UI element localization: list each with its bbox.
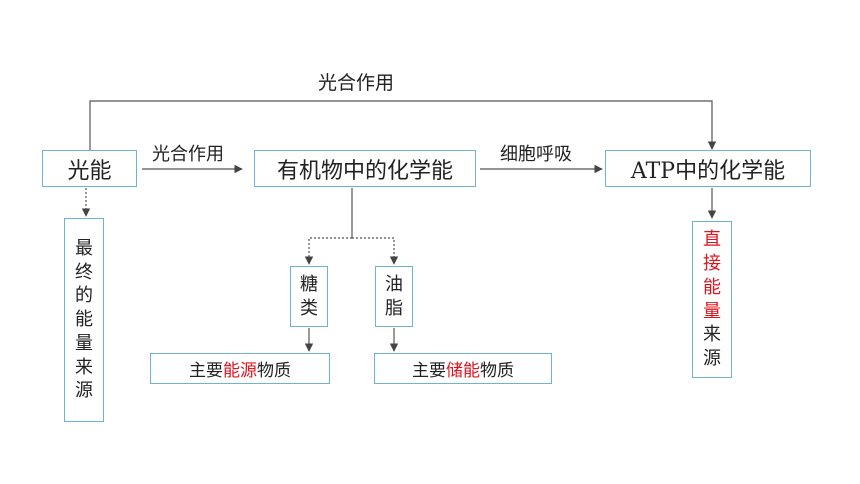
ultimate-char: 来 xyxy=(75,356,93,378)
photosynthesis-label: 光合作用 xyxy=(152,144,224,165)
respiration-label: 细胞呼吸 xyxy=(500,144,572,165)
atp-chemical-label: ATP中的化学能 xyxy=(630,158,786,184)
main-storage-highlight: 储能 xyxy=(446,361,480,381)
branch-to-sugar xyxy=(304,237,352,265)
ultimate-char: 终 xyxy=(75,261,93,283)
ultimate-char: 最 xyxy=(75,237,93,259)
sugar-char: 糖 xyxy=(300,273,318,295)
main-energy-box: 主要能源物质 xyxy=(150,353,330,384)
sugar-char: 类 xyxy=(300,297,318,319)
main-storage-box: 主要储能物质 xyxy=(374,353,552,384)
ultimate-char: 的 xyxy=(75,285,93,307)
main-energy-highlight: 能源 xyxy=(223,361,257,381)
direct-char: 源 xyxy=(703,348,721,369)
direct-char: 能 xyxy=(703,276,721,298)
light-energy-label: 光能 xyxy=(67,158,112,184)
direct-char: 量 xyxy=(703,300,721,322)
ultimate-source-box: 最 终 的 能 量 来 源 xyxy=(64,218,104,422)
main-energy-suffix: 物质 xyxy=(257,361,291,381)
main-energy-prefix: 主要 xyxy=(189,361,223,381)
branch-to-fat xyxy=(352,237,399,265)
ultimate-char: 源 xyxy=(75,380,93,402)
fat-char: 脂 xyxy=(385,297,403,319)
organic-chemical-label: 有机物中的化学能 xyxy=(276,158,453,184)
light-energy-box: 光能 xyxy=(42,150,137,187)
sugar-box: 糖 类 xyxy=(290,266,328,327)
atp-chemical-box: ATP中的化学能 xyxy=(605,150,811,187)
fat-char: 油 xyxy=(385,273,403,295)
ultimate-char: 量 xyxy=(75,332,93,354)
top-arrow-label: 光合作用 xyxy=(318,72,395,94)
main-storage-suffix: 物质 xyxy=(480,361,514,381)
organic-chemical-box: 有机物中的化学能 xyxy=(254,150,476,187)
ultimate-char: 能 xyxy=(75,309,93,331)
top-photosynthesis-arrow xyxy=(89,100,717,150)
main-storage-prefix: 主要 xyxy=(412,361,446,381)
fat-box: 油 脂 xyxy=(375,266,413,327)
direct-char: 来 xyxy=(703,324,721,346)
direct-source-box: 直 接 能 量 来 源 xyxy=(692,221,732,378)
direct-char: 直 xyxy=(703,229,721,251)
direct-char: 接 xyxy=(703,253,721,274)
